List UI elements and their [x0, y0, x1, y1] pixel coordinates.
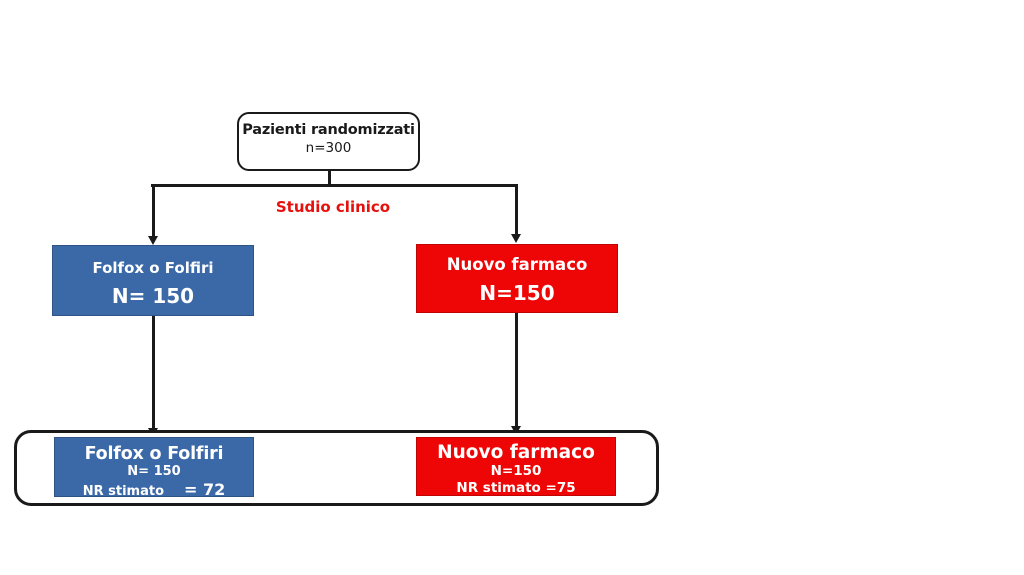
connector-left-drop	[152, 184, 155, 236]
arm-folfox-n: N= 150	[111, 284, 195, 308]
outcome-folfox-title: Folfox o Folfiri	[84, 444, 224, 464]
arm-node-nuovo-farmaco: Nuovo farmaco N=150	[416, 244, 618, 313]
arm-folfox-title: Folfox o Folfiri	[92, 259, 214, 277]
outcome-nuovo-farmaco-nr: NR stimato =75	[456, 480, 576, 496]
root-node-title: Pazienti randomizzati	[242, 122, 415, 138]
outcome-node-folfox: Folfox o Folfiri N= 150 NR stimato = 72	[54, 437, 254, 499]
outcome-nuovo-farmaco-title: Nuovo farmaco	[437, 442, 595, 463]
outcome-folfox-nr: NR stimato = 72	[55, 480, 253, 499]
outcome-node-nuovo-farmaco: Nuovo farmaco N=150 NR stimato =75	[416, 437, 616, 496]
root-node-patients-randomized: Pazienti randomizzati n=300	[237, 112, 420, 171]
outcome-nuovo-farmaco-n: N=150	[490, 463, 542, 479]
arm-nuovo-farmaco-title: Nuovo farmaco	[446, 255, 588, 274]
connector-right-drop	[515, 184, 518, 234]
arrowhead-right-top	[511, 234, 521, 243]
connector-left-long	[152, 316, 155, 428]
connector-stem	[328, 171, 331, 187]
outcome-folfox-nr-label: NR stimato	[82, 484, 165, 499]
branch-label-studio-clinico: Studio clinico	[275, 198, 391, 216]
connector-right-long	[515, 313, 518, 426]
root-node-count: n=300	[305, 140, 352, 156]
arm-node-folfox: Folfox o Folfiri N= 150	[52, 245, 254, 316]
arrowhead-left-top	[148, 236, 158, 245]
outcome-folfox-n: N= 150	[127, 464, 181, 479]
arm-nuovo-farmaco-n: N=150	[479, 281, 555, 305]
connector-horizontal	[151, 184, 518, 187]
outcome-folfox-nr-value: = 72	[184, 480, 226, 499]
